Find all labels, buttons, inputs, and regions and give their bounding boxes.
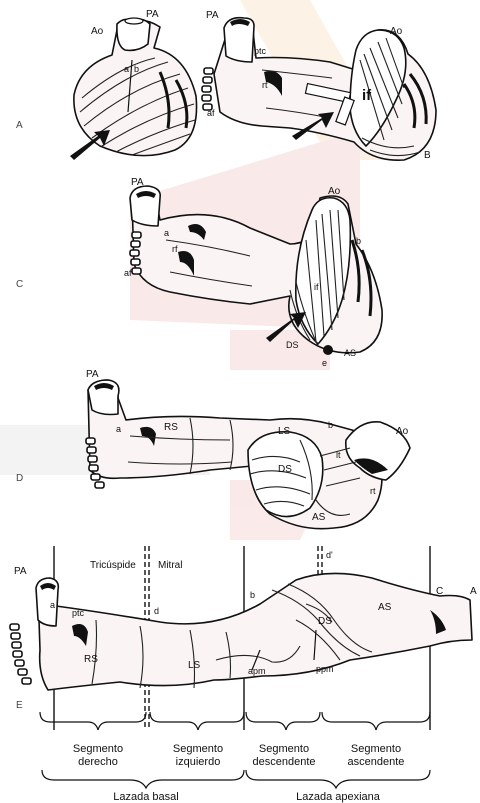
panel-e-ls-label: LS (188, 660, 201, 671)
segment-ascendente-line2: ascendente (348, 756, 405, 768)
row-label-d: D (16, 473, 23, 484)
panel-b-if-label: if (362, 87, 372, 104)
panel-e-beads (10, 624, 31, 684)
panel-d-ls-label: LS (278, 426, 291, 437)
panel-e-b-label: b (250, 590, 255, 600)
panel-e-c-label: C (436, 586, 443, 597)
panel-e-ptc-label: ptc (72, 608, 85, 618)
brace-descendente (246, 712, 320, 730)
row-label-e: E (16, 700, 23, 711)
panel-e-mitral-label: Mitral (158, 560, 182, 571)
panel-b-af-beads (202, 68, 213, 110)
brace-izquierdo (150, 712, 244, 730)
panel-a-a-label: a (124, 64, 129, 74)
segment-izquierdo-line1: Segmento (173, 743, 223, 755)
panel-e-rs-label: RS (84, 654, 98, 665)
panel-b-rt-label: rt (262, 80, 268, 90)
row-label-c: C (16, 279, 23, 290)
panel-e-a-label: a (50, 600, 55, 610)
panel-c-af-label: af (124, 268, 132, 278)
panel-e-dprime-label: d' (326, 550, 333, 560)
panel-e-ao-edge-label: A (470, 586, 477, 597)
panel-e-as-label: AS (378, 602, 392, 613)
panel-b-ao-label: Ao (390, 26, 403, 37)
segment-izquierdo-line2: izquierdo (176, 756, 221, 768)
brace-lazada-basal (42, 770, 244, 788)
panel-c-rf-label: rf (172, 244, 178, 254)
row-label-a: A (16, 120, 23, 131)
panel-c-if-label: if (314, 282, 319, 292)
panel-e-ds-label: DS (318, 616, 332, 627)
brace-derecho (40, 712, 146, 730)
panel-b-ptc-label: ptc (254, 46, 267, 56)
panel-a-ao-label: Ao (91, 26, 104, 37)
panel-c-as-label: AS (344, 348, 356, 358)
panel-c-ds-label: DS (286, 340, 299, 350)
panel-a-pa-label: PA (146, 9, 159, 20)
panel-d-lt-label: lt (336, 450, 341, 460)
loop-apexiana-label: Lazada apexiana (296, 791, 381, 803)
panel-c-ao-label: Ao (328, 186, 341, 197)
brace-ascendente (322, 712, 430, 730)
panel-d-ao-label: Ao (396, 426, 409, 437)
panel-c-a-label: a (164, 228, 169, 238)
panel-e-pa-label: PA (14, 566, 27, 577)
panel-e-unrolled-band: PA a ptc RS Tricúspide Mitral d LS b d' … (10, 546, 477, 803)
brace-lazada-apexiana (246, 770, 430, 788)
panel-b-corner-label: B (424, 150, 431, 161)
panel-a-b-label: b (134, 64, 139, 74)
segment-derecho-line2: derecho (78, 756, 118, 768)
panel-e-tricuspide-label: Tricúspide (90, 560, 136, 571)
panel-d-as-label: AS (312, 512, 326, 523)
panel-c-b-label: b (356, 236, 361, 246)
segment-descendente-line2: descendente (253, 756, 316, 768)
panel-d-rt-label: rt (370, 486, 376, 496)
segment-ascendente-line1: Segmento (351, 743, 401, 755)
panel-a-left-heart: Ao PA a b (70, 9, 197, 160)
panel-c-e-label: e (322, 358, 327, 368)
panel-e-apm-label: apm (248, 666, 266, 676)
loop-basal-label: Lazada basal (113, 791, 178, 803)
panel-c-pa-label: PA (131, 177, 144, 188)
panel-d-rs-label: RS (164, 422, 178, 433)
panel-d-a-label: a (116, 424, 121, 434)
segment-derecho-line1: Segmento (73, 743, 123, 755)
panel-b-pa-label: PA (206, 10, 219, 21)
panel-d-pa-label: PA (86, 369, 99, 380)
panel-d-ds-label: DS (278, 464, 292, 475)
segment-descendente-line1: Segmento (259, 743, 309, 755)
panel-e-d-label: d (154, 606, 159, 616)
panel-b-af-label: af (207, 108, 215, 118)
panel-d-b-label: b (328, 420, 333, 430)
panel-e-ppm-label: ppm (316, 664, 334, 674)
